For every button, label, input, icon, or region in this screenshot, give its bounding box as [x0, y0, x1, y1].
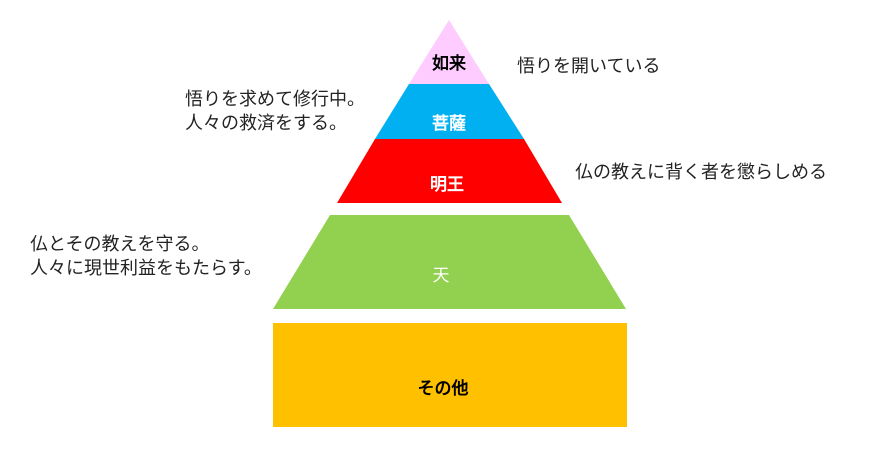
note-ten-line-2: 人々に現世利益をもたらす。 — [30, 258, 262, 279]
tier-ten — [273, 215, 626, 309]
tier-other — [273, 323, 627, 427]
tier-label-ten: 天 — [433, 266, 450, 286]
tier-label-other: その他 — [418, 378, 469, 399]
note-ten-line-1: 仏とその教えを守る。 — [30, 234, 210, 255]
tier-myoo — [337, 139, 562, 203]
tier-nyorai — [409, 20, 489, 84]
tier-label-nyorai: 如来 — [432, 53, 467, 74]
tier-label-myoo: 明王 — [430, 175, 464, 195]
note-myoo: 仏の教えに背く者を懲らしめる — [575, 162, 827, 183]
note-bosatsu-line-2: 人々の救済をする。 — [185, 113, 347, 134]
note-bosatsu-line-1: 悟りを求めて修行中。 — [185, 89, 365, 110]
note-bosatsu: 悟りを求めて修行中。 人々の救済をする。 — [185, 88, 365, 136]
tier-bosatsu — [375, 84, 524, 139]
note-ten: 仏とその教えを守る。 人々に現世利益をもたらす。 — [30, 233, 262, 281]
note-nyorai: 悟りを開いている — [517, 56, 661, 77]
tier-label-bosatsu: 菩薩 — [432, 113, 466, 134]
